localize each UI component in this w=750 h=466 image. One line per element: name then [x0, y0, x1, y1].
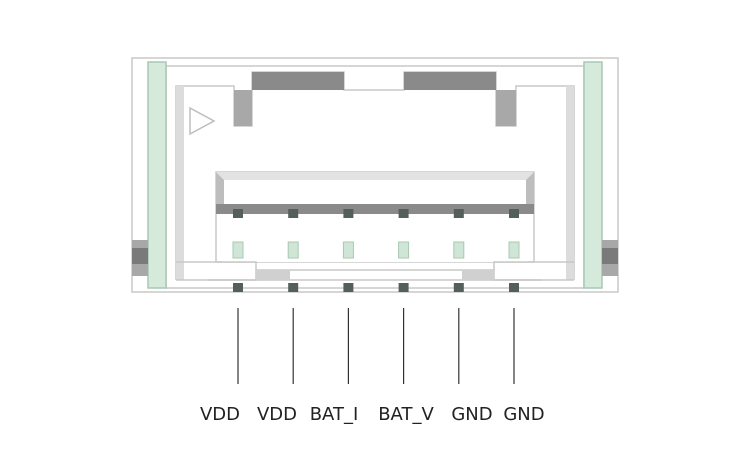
cavity-floor	[222, 214, 528, 262]
pin-5-upper-contact	[453, 209, 464, 218]
pin-4-lower-contact	[398, 241, 410, 259]
pin-6-label: GND	[503, 404, 544, 425]
pin-5-lower-contact	[453, 241, 465, 259]
pin-3-lower-contact	[342, 241, 354, 259]
pin-3-label: BAT_I	[310, 404, 359, 425]
pin-2-label: VDD	[257, 404, 297, 425]
latch-right	[583, 61, 603, 289]
pin-4-upper-contact	[398, 209, 409, 218]
triangle-right-icon	[189, 106, 216, 136]
leads	[237, 308, 515, 384]
cavity-contact-shelf	[216, 204, 534, 214]
pin-1-label: VDD	[200, 404, 240, 425]
pin-1-upper-contact	[233, 209, 243, 218]
right-tab-shade	[496, 90, 516, 126]
cavity-left-bevel	[216, 172, 224, 214]
pin-5-label: GND	[451, 404, 492, 425]
pin-4-label: BAT_V	[378, 404, 434, 425]
contacts	[232, 209, 520, 292]
top-recess-left	[252, 72, 344, 90]
base-step	[176, 261, 574, 271]
top-recess-right	[404, 72, 496, 90]
pin-2-tail	[288, 283, 299, 292]
latch-right-notch-dark	[602, 248, 618, 264]
pin-3-tail	[343, 283, 354, 292]
mating-cavity	[215, 171, 535, 263]
cavity-top-bevel	[216, 172, 534, 180]
pin-6-lower-contact	[508, 241, 520, 259]
pin-labels: VDD VDD BAT_I BAT_V GND GND	[200, 404, 545, 425]
pin-3-upper-contact	[343, 209, 354, 218]
pin-4-tail	[398, 283, 409, 292]
pin-6-tail	[509, 283, 519, 292]
pin-1-tail	[233, 283, 243, 292]
top-recesses	[176, 72, 574, 280]
pin-2-lower-contact	[287, 241, 299, 259]
pin-1-lower-contact	[232, 241, 244, 259]
cavity-right-bevel	[526, 172, 534, 214]
pin-6-upper-contact	[509, 209, 519, 218]
base-shadow-right	[462, 270, 494, 280]
right-wall-shade	[566, 86, 574, 280]
latch-left-notch-dark	[132, 248, 148, 264]
latch-left	[147, 61, 167, 289]
left-wall-shade	[176, 86, 184, 280]
base-shadow-left	[256, 270, 290, 280]
latches	[132, 61, 618, 289]
pin-2-upper-contact	[288, 209, 299, 218]
pin-5-tail	[453, 283, 464, 292]
left-tab-shade	[234, 90, 252, 126]
